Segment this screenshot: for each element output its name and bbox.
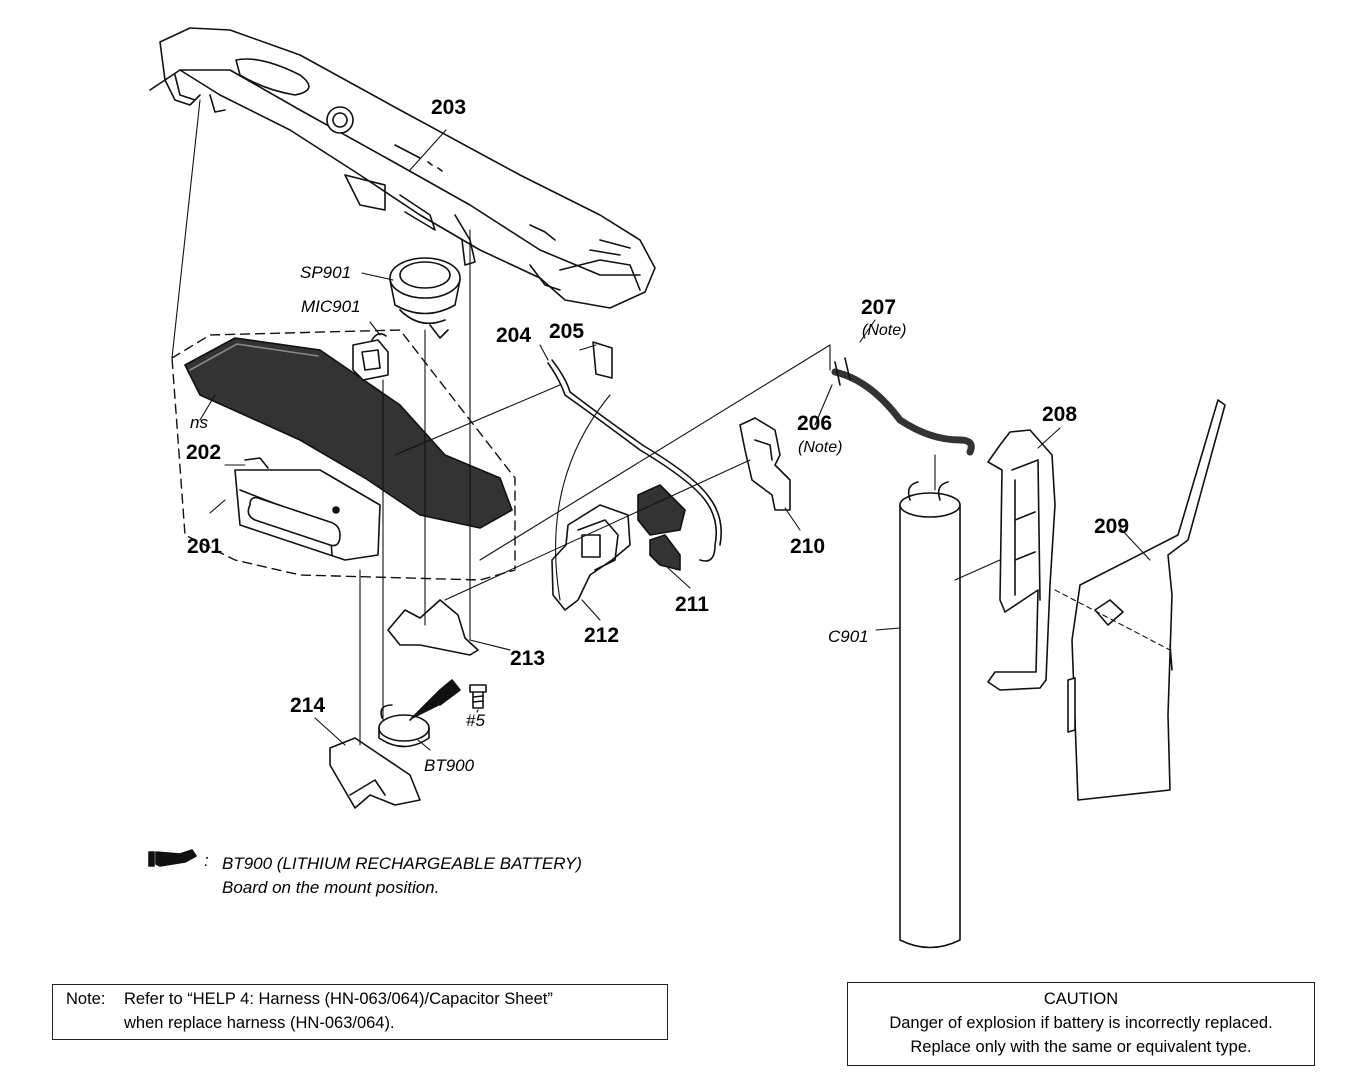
label-209: 209: [1094, 515, 1130, 538]
label-mic901: MIC901: [301, 297, 361, 316]
label-202: 202: [186, 441, 222, 464]
label-208: 208: [1042, 403, 1078, 426]
label-207: 207: [861, 296, 897, 319]
label-210: 210: [790, 535, 826, 558]
part-211-switch: [637, 484, 686, 571]
label-sp901: SP901: [300, 263, 352, 282]
part-210-bracket: [739, 417, 791, 511]
label-screw-5: #5: [466, 711, 485, 730]
label-211: 211: [675, 593, 709, 616]
part-214-holder: [329, 737, 421, 809]
part-208-holder: [987, 429, 1056, 691]
part-c901-capacitor: [899, 481, 961, 949]
part-204-205-harness: [547, 341, 722, 562]
lithium-battery-marker-icon: [148, 849, 197, 867]
legend-text: BT900 (LITHIUM RECHARGEABLE BATTERY) Boa…: [222, 852, 582, 900]
part-mic901: [352, 332, 389, 381]
assembly-lines: [171, 99, 1171, 751]
label-206: 206: [797, 412, 833, 435]
label-c901: C901: [828, 627, 869, 646]
part-screw-5: [469, 684, 487, 709]
legend-line-2: Board on the mount position.: [222, 878, 440, 897]
caution-box: CAUTION Danger of explosion if battery i…: [847, 982, 1315, 1066]
caution-title: CAUTION: [1043, 990, 1119, 1008]
part-209-sheet: [1067, 399, 1226, 801]
note-box: Note: Refer to “HELP 4: Harness (HN-063/…: [52, 984, 668, 1040]
legend-line-1: BT900 (LITHIUM RECHARGEABLE BATTERY): [222, 854, 582, 873]
label-201: 201: [187, 535, 223, 558]
part-207-harness: [831, 357, 975, 456]
part-202-speaker-box: [234, 457, 381, 561]
note-line-1: Refer to “HELP 4: Harness (HN-063/064)/C…: [124, 990, 553, 1008]
note-line-2: when replace harness (HN-063/064).: [124, 1014, 395, 1032]
part-bt900-battery: [378, 679, 461, 748]
label-205: 205: [549, 320, 585, 343]
label-203: 203: [431, 96, 467, 119]
part-sp901-speaker: [389, 257, 461, 339]
label-ns: ns: [190, 413, 208, 432]
part-ns-board: [184, 337, 513, 529]
part-203-top-cabinet: [149, 27, 656, 309]
caution-line-1: Danger of explosion if battery is incorr…: [889, 1014, 1273, 1032]
label-206-note: (Note): [798, 439, 843, 456]
label-bt900: BT900: [424, 756, 475, 775]
label-212: 212: [584, 624, 620, 647]
note-prefix: Note:: [66, 990, 106, 1008]
legend-colon: :: [204, 851, 209, 870]
label-213: 213: [510, 647, 546, 670]
label-204: 204: [496, 324, 532, 347]
caution-line-2: Replace only with the same or equivalent…: [910, 1038, 1252, 1056]
group-outline-201: [171, 329, 516, 581]
label-214: 214: [290, 694, 326, 717]
label-207-note: (Note): [862, 322, 907, 339]
part-212-holder: [551, 504, 631, 611]
part-213-sheet: [387, 599, 479, 656]
